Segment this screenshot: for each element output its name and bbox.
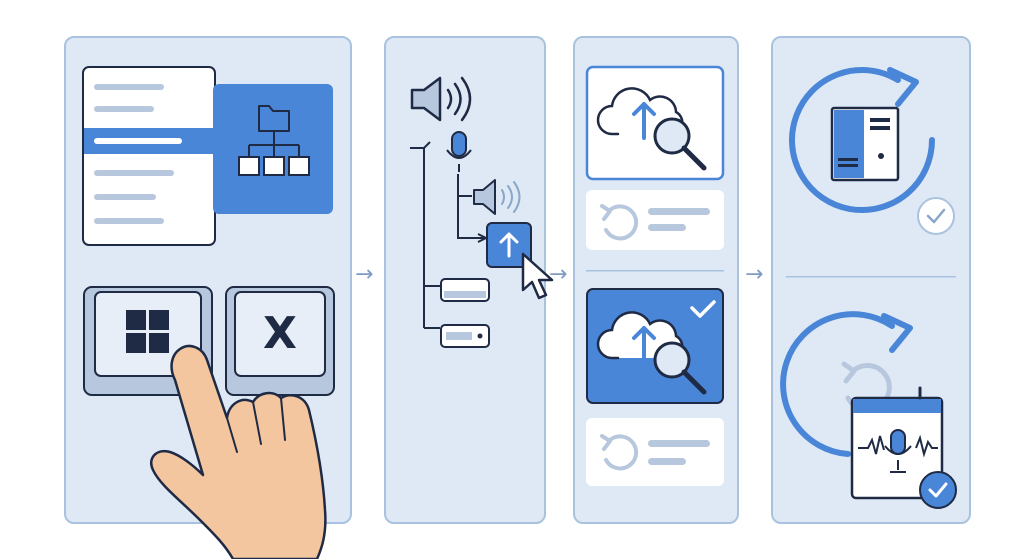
small-speaker-icon [473, 179, 521, 215]
cloud-upload-search-card [585, 65, 725, 181]
device-bar-icon [440, 278, 490, 302]
check-circle-icon [917, 197, 955, 235]
x-key[interactable] [225, 286, 335, 396]
pointing-hand-icon [150, 344, 327, 559]
checkmark-icon [690, 300, 716, 318]
step-3-divider [586, 270, 724, 272]
flow-arrow-2: → [549, 262, 568, 287]
cloud-upload-search-card-selected [586, 288, 724, 404]
mouse-cursor-icon [521, 252, 554, 300]
refresh-icon [600, 434, 639, 471]
check-circle-icon [919, 471, 957, 509]
refresh-list-row [586, 190, 724, 250]
speaker-icon [410, 76, 472, 122]
microphone-icon [446, 131, 472, 172]
microphone-waveform-icon [850, 386, 944, 500]
folder-tree-icon [213, 84, 333, 214]
rotate-microphone-group [780, 311, 957, 509]
rotate-computer-group [789, 67, 955, 235]
cloud-upload-search-icon [596, 87, 707, 171]
refresh-icon [600, 204, 639, 241]
upload-icon[interactable] [486, 222, 532, 268]
windows-logo-icon [126, 310, 169, 353]
x-key-label: X [263, 308, 297, 359]
refresh-list-row-2 [586, 418, 724, 486]
flow-arrow-3: → [745, 262, 764, 287]
step-4-divider [786, 276, 956, 278]
device-bar-icon-2 [440, 324, 490, 348]
flow-arrow-1: → [355, 262, 374, 287]
document-list-icon [82, 66, 216, 246]
cloud-upload-search-icon [596, 311, 707, 395]
rotate-arrow-icon [789, 67, 935, 214]
device-tree-lines [410, 141, 489, 329]
rotate-arrow-icon [780, 311, 913, 457]
computer-tower-icon [830, 106, 900, 182]
